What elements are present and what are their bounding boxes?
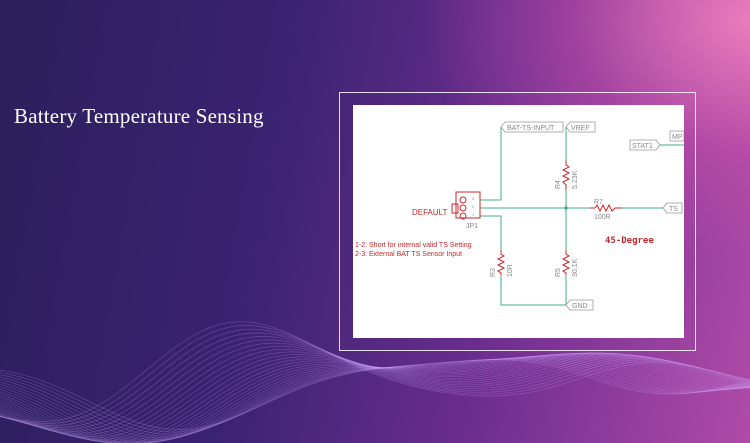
net-label-ts: TS (669, 206, 678, 213)
wave-line (0, 353, 750, 443)
wave-line (0, 355, 750, 443)
wave-line (0, 321, 750, 422)
resistor-r7 (590, 203, 622, 213)
wave-line (0, 325, 750, 424)
resistor-r4 (561, 160, 571, 190)
resistor-r5-ref: R5 (555, 268, 562, 277)
wave-line (0, 336, 750, 430)
components (451, 160, 622, 275)
jumper-name: JP1 (466, 223, 478, 230)
wave-line (0, 358, 750, 435)
net-label-mp: MP (672, 134, 683, 141)
resistor-r4-value: 5.23K (572, 170, 579, 189)
net-label-gnd: GND (572, 303, 588, 310)
resistor-r3-value: 10R (507, 264, 514, 277)
image-frame (339, 92, 696, 351)
resistor-r5 (561, 250, 571, 275)
wave-line (0, 352, 750, 442)
net-label-bat-ts-input: BAT-TS-INPUT (507, 125, 555, 132)
annotation-45-degree: 45-Degree (605, 236, 654, 246)
note-line-1: 1-2: Short for internal valid TS Setting (355, 242, 472, 249)
wave-line (0, 352, 750, 443)
wave-line (0, 357, 750, 439)
pin-label: 2 (472, 204, 475, 209)
wave-line (0, 351, 750, 439)
wave-line (0, 352, 750, 443)
pin-label: 1 (472, 212, 475, 217)
wave-line (0, 328, 750, 426)
schematic-diagram: BAT-TS-INPUT VREF STAT1 MP TS GND JP1 DE… (355, 121, 684, 311)
resistor-r3-ref: R3 (490, 268, 497, 277)
resistor-r7-ref: R7 (594, 199, 603, 206)
schematic-panel: BAT-TS-INPUT VREF STAT1 MP TS GND JP1 DE… (353, 105, 684, 338)
wave-line (0, 355, 750, 443)
wave-line (0, 354, 750, 443)
wave-line (0, 358, 750, 433)
wave-line (0, 348, 750, 438)
resistor-r4-ref: R4 (555, 180, 562, 189)
resistor-r3 (496, 250, 506, 275)
jumper-default-label: DEFAULT (412, 208, 448, 217)
resistor-r5-value: 30.1K (572, 258, 579, 277)
wave-line (0, 358, 750, 437)
slide-title: Battery Temperature Sensing (14, 104, 264, 128)
wave-line (0, 342, 750, 434)
wave-line (0, 352, 750, 441)
net-label-stat1: STAT1 (632, 143, 653, 150)
wires (480, 127, 684, 306)
jumper-jp1 (455, 191, 481, 219)
wave-line (0, 352, 750, 443)
wave-line (0, 356, 750, 442)
wave-line (0, 332, 750, 428)
net-labels (500, 121, 684, 311)
wave-line (0, 356, 750, 440)
note-line-2: 2-3: External BAT TS Sensor Input (355, 251, 462, 258)
wave-line (0, 345, 750, 436)
junction-dot (564, 206, 568, 210)
resistor-r7-value: 100R (594, 214, 611, 221)
wave-line (0, 339, 750, 432)
wave-line (0, 359, 750, 430)
net-label-vref: VREF (571, 125, 590, 132)
wave-line (0, 353, 750, 443)
pin-label: 3 (472, 196, 475, 201)
